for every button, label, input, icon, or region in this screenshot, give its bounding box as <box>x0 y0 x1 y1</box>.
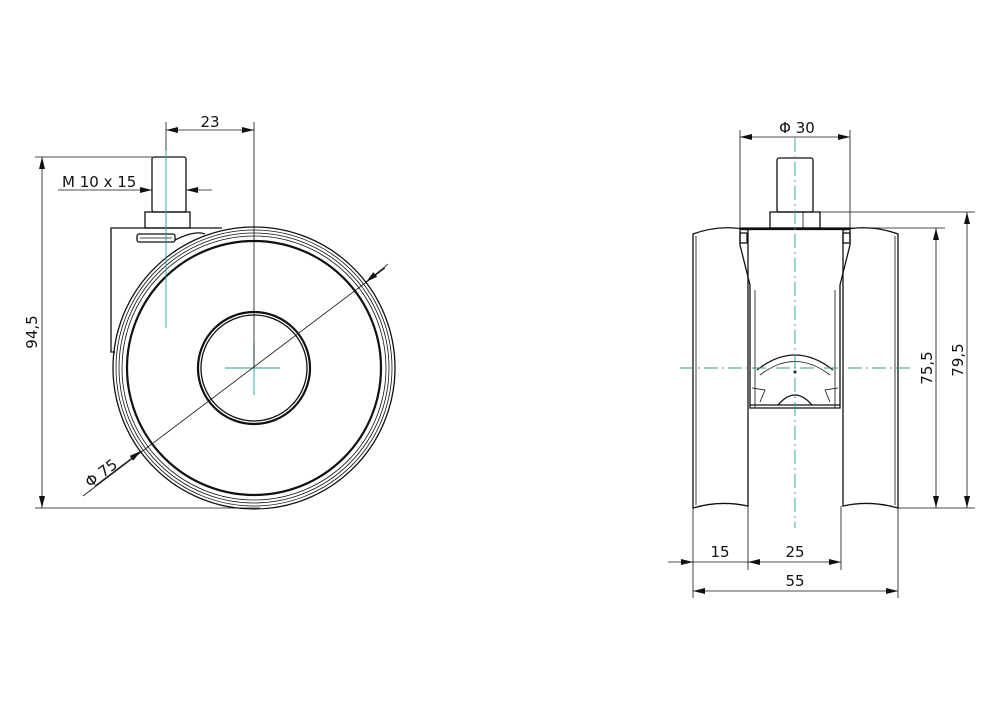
dimension-widths: 15 25 55 <box>668 506 899 598</box>
front-view: Φ 30 75,5 79,5 15 25 55 <box>668 119 975 598</box>
dim-wheel-width-label: 15 <box>710 543 729 561</box>
dim-top-diameter-label: Φ 30 <box>779 119 815 137</box>
dim-diameter-label: Φ 75 <box>82 455 121 491</box>
front-centerlines <box>680 138 910 528</box>
dimension-offset: 23 <box>165 113 255 368</box>
dim-height-label: 94,5 <box>23 315 41 348</box>
bracket <box>110 227 222 353</box>
dimension-thread: M 10 x 15 <box>58 173 212 193</box>
dim-offset-label: 23 <box>200 113 219 131</box>
side-view: 23 94,5 M 10 x 15 Φ 75 <box>23 113 396 510</box>
dim-total-height-label: 79,5 <box>949 343 967 376</box>
dim-wheel-height-label: 75,5 <box>918 351 936 384</box>
dimension-wheel-height: 75,5 <box>850 227 975 509</box>
centerlines <box>165 148 280 395</box>
dimension-height: 94,5 <box>23 156 260 509</box>
dim-thread-label: M 10 x 15 <box>62 173 136 191</box>
fork <box>739 227 851 409</box>
stem <box>144 156 191 229</box>
dimension-total-height: 79,5 <box>820 211 975 508</box>
dim-gap-label: 25 <box>785 543 804 561</box>
dim-total-width-label: 55 <box>785 572 804 590</box>
